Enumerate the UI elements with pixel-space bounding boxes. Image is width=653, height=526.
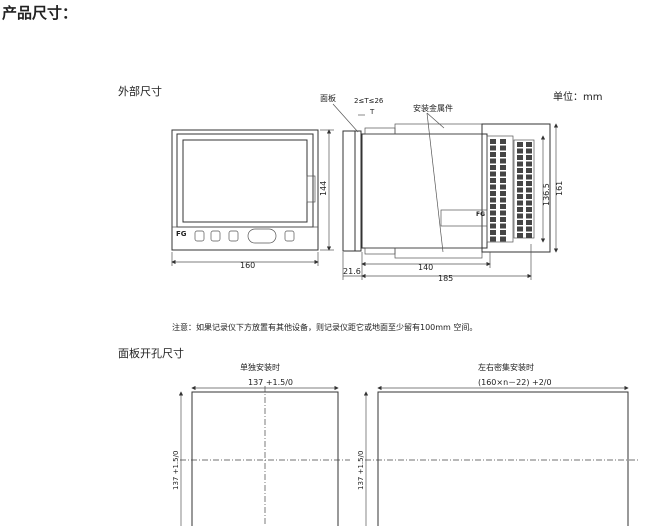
dense-width-dim: (160×n－22) +2/0 [478,378,552,387]
cutout-heading: 面板开孔尺寸 [118,346,184,360]
terminal-screw [526,194,532,199]
terminal-screw [500,158,506,164]
terminal-screw [526,220,532,225]
panel-label: 面板 [320,93,336,103]
t-label: T [369,108,375,116]
terminal-screw [526,155,532,160]
single-height-dim: 137 +1.5/0 [172,451,180,490]
terminal-screw [490,165,496,170]
side-view: FG 面板 2≤T≤26 T 安装金属件 140 185 21.6 136.5 … [320,93,564,283]
page-title: 产品尺寸： [2,4,77,22]
terminal-screw [490,223,496,229]
terminal-screw [517,142,523,147]
terminal-screw [517,207,523,212]
terminal-screw [526,207,532,212]
front-view: FG 160 144 [171,129,334,270]
terminal-screw [517,200,523,206]
terminal-screw [526,226,532,232]
terminal-screw [500,145,506,151]
terminal-screw [517,161,523,167]
terminal-screw [490,204,496,209]
dense-height-dim: 137 +1.5/0 [357,451,365,490]
terminal-screw [526,187,532,193]
terminal-height-dim: 136.5 [542,183,551,206]
terminal-screw [490,191,496,196]
terminal-screw [490,230,496,235]
terminal-screw [500,139,506,144]
terminal-screw [517,220,523,225]
terminal-screw [517,148,523,154]
terminal-screw [500,230,506,235]
bracket-label: 安装金属件 [413,103,453,113]
terminal-screw [500,165,506,170]
terminal-screw [526,174,532,180]
terminal-screw [500,236,506,242]
terminal-screw [490,158,496,164]
terminal-screw [490,171,496,177]
svg-text:FG: FG [176,230,187,238]
terminal-screw [490,210,496,216]
terminal-screw [490,139,496,144]
terminal-screw [500,152,506,157]
installation-note: 注意：如果记录仪下方放置有其他设备，则记录仪距它或地面至少留有100mm 空间。 [172,322,477,332]
terminal-screw [500,217,506,222]
terminal-screw [526,233,532,238]
terminal-screw [526,161,532,167]
terminal-screw [490,184,496,190]
terminal-screw [490,236,496,242]
dense-cutout: 左右密集安装时 (160×n－22) +2/0 137 +1.5/0 [357,362,640,526]
terminal-screw [517,226,523,232]
front-height-dim: 144 [319,181,328,196]
terminal-screw [490,197,496,203]
terminal-screw [517,233,523,238]
terminal-screw [517,181,523,186]
dense-label: 左右密集安装时 [478,362,534,372]
terminal-screw [517,174,523,180]
terminal-screw [517,155,523,160]
terminal-screw [526,200,532,206]
terminal-screw [490,152,496,157]
single-label: 单独安装时 [240,362,280,372]
terminal-screw [517,194,523,199]
svg-text:FG: FG [476,211,485,218]
external-heading: 外部尺寸 [118,84,162,98]
total-height-dim: 161 [555,181,564,196]
thickness-label: 2≤T≤26 [354,97,384,105]
front-width-dim: 160 [240,261,255,270]
terminal-screw [526,213,532,219]
single-cutout: 单独安装时 137 +1.5/0 137 +1.5/0 [172,362,350,526]
terminal-screw [500,178,506,183]
terminal-screw [490,217,496,222]
terminal-screw [526,181,532,186]
terminal-screw [526,148,532,154]
bezel-dim: 21.6 [343,267,361,276]
terminal-screw [500,210,506,216]
terminal-screw [517,168,523,173]
unit-label: 单位：mm [553,90,602,103]
terminal-screw [526,168,532,173]
terminal-screw [500,184,506,190]
terminal-screw [517,213,523,219]
terminal-screw [500,171,506,177]
terminal-screw [500,204,506,209]
terminal-screw [517,187,523,193]
depth-total-dim: 185 [438,274,453,283]
terminal-screw [500,191,506,196]
terminal-screw [490,178,496,183]
terminal-screw [526,142,532,147]
single-width-dim: 137 +1.5/0 [248,378,293,387]
terminal-screw [490,145,496,151]
terminal-screw [500,197,506,203]
terminal-screw [500,223,506,229]
depth-body-dim: 140 [418,263,433,272]
